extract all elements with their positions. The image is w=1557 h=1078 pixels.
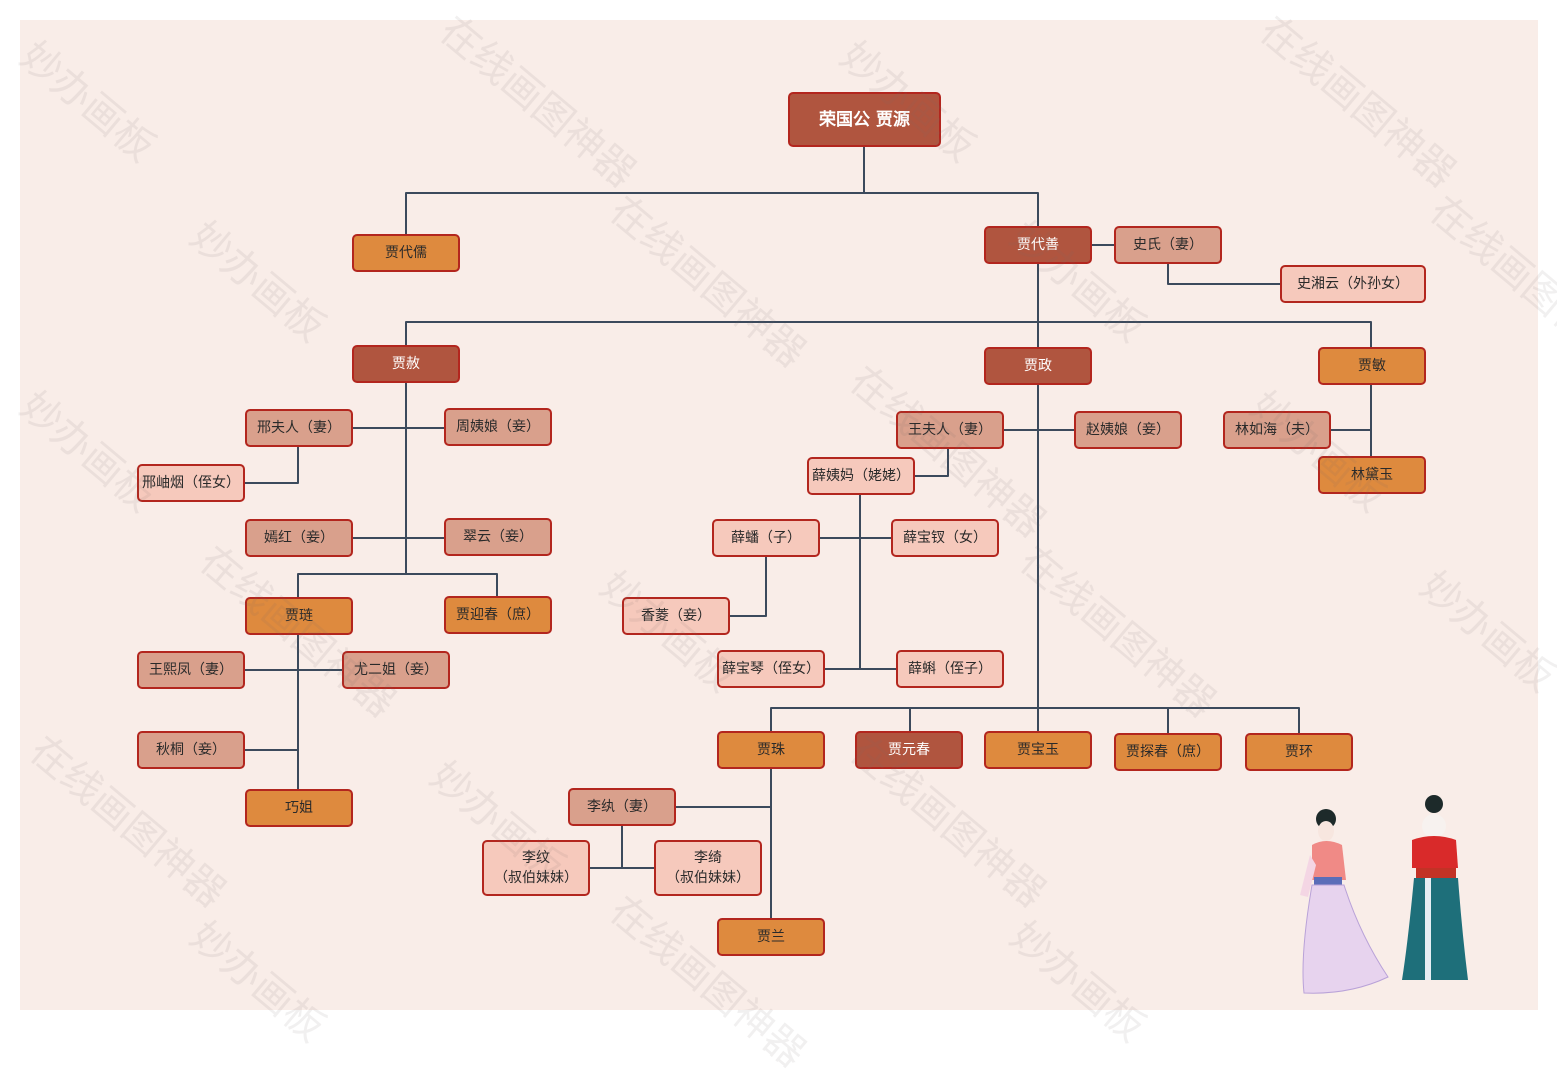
node-xuebaochai[interactable]: 薛宝钗（女） [891, 519, 999, 557]
node-xiangling[interactable]: 香菱（妾） [622, 597, 730, 635]
node-wangxifeng[interactable]: 王熙凤（妻） [137, 651, 245, 689]
node-jiazhu[interactable]: 贾珠 [717, 731, 825, 769]
node-liwan[interactable]: 李纨（妻） [568, 788, 676, 826]
node-jiadairu[interactable]: 贾代儒 [352, 234, 460, 272]
node-shixiangyun[interactable]: 史湘云（外孙女） [1280, 265, 1426, 303]
node-jiamin[interactable]: 贾敏 [1318, 347, 1426, 385]
node-qiutong[interactable]: 秋桐（妾） [137, 731, 245, 769]
node-zhaoyiniang[interactable]: 赵姨娘（妾） [1074, 411, 1182, 449]
node-jiadaishan[interactable]: 贾代善 [984, 226, 1092, 264]
node-qiaojie[interactable]: 巧姐 [245, 789, 353, 827]
node-xueyima[interactable]: 薛姨妈（姥姥） [807, 457, 915, 495]
node-jiayuanchun[interactable]: 贾元春 [855, 731, 963, 769]
node-xuepan[interactable]: 薛蟠（子） [712, 519, 820, 557]
node-liqi-note: （叔伯妹妹） [666, 870, 750, 886]
node-jiazheng[interactable]: 贾政 [984, 347, 1092, 385]
node-shishi[interactable]: 史氏（妻） [1114, 226, 1222, 264]
node-wangfuren[interactable]: 王夫人（妻） [896, 411, 1004, 449]
lady-illustration-left [1300, 809, 1389, 994]
node-yanhong[interactable]: 嫣红（妾） [245, 519, 353, 557]
node-liwen-note: （叔伯妹妹） [494, 870, 578, 886]
node-jiayingchun[interactable]: 贾迎春（庶） [444, 596, 552, 634]
diagram-canvas [20, 20, 1538, 1010]
node-jiahuan[interactable]: 贾环 [1245, 733, 1353, 771]
node-jiatanchun[interactable]: 贾探春（庶） [1114, 733, 1222, 771]
node-xingxiuyan[interactable]: 邢岫烟（侄女） [137, 464, 245, 502]
node-xingfuren[interactable]: 邢夫人（妻） [245, 409, 353, 447]
node-liwen[interactable]: 李纹 （叔伯妹妹） [482, 840, 590, 896]
lady-illustration-right [1402, 795, 1468, 980]
node-youerjie[interactable]: 尤二姐（妾） [342, 651, 450, 689]
node-liqi-name: 李绮 [694, 850, 722, 866]
node-jialian[interactable]: 贾琏 [245, 597, 353, 635]
node-jialan[interactable]: 贾兰 [717, 918, 825, 956]
node-xueke[interactable]: 薛蝌（侄子） [896, 650, 1004, 688]
node-liwen-name: 李纹 [522, 850, 550, 866]
node-rongguogong-jiayuan[interactable]: 荣国公 贾源 [788, 92, 941, 147]
node-xuebaoqin[interactable]: 薛宝琴（侄女） [717, 650, 825, 688]
node-linruhai[interactable]: 林如海（夫） [1223, 411, 1331, 449]
node-liqi[interactable]: 李绮 （叔伯妹妹） [654, 840, 762, 896]
node-cuiyun[interactable]: 翠云（妾） [444, 518, 552, 556]
connector-lines [245, 147, 1372, 918]
node-jiashe[interactable]: 贾赦 [352, 345, 460, 383]
node-jiabaoyu[interactable]: 贾宝玉 [984, 731, 1092, 769]
node-lindaiyu[interactable]: 林黛玉 [1318, 456, 1426, 494]
node-zhouyiniang[interactable]: 周姨娘（妾） [444, 408, 552, 446]
